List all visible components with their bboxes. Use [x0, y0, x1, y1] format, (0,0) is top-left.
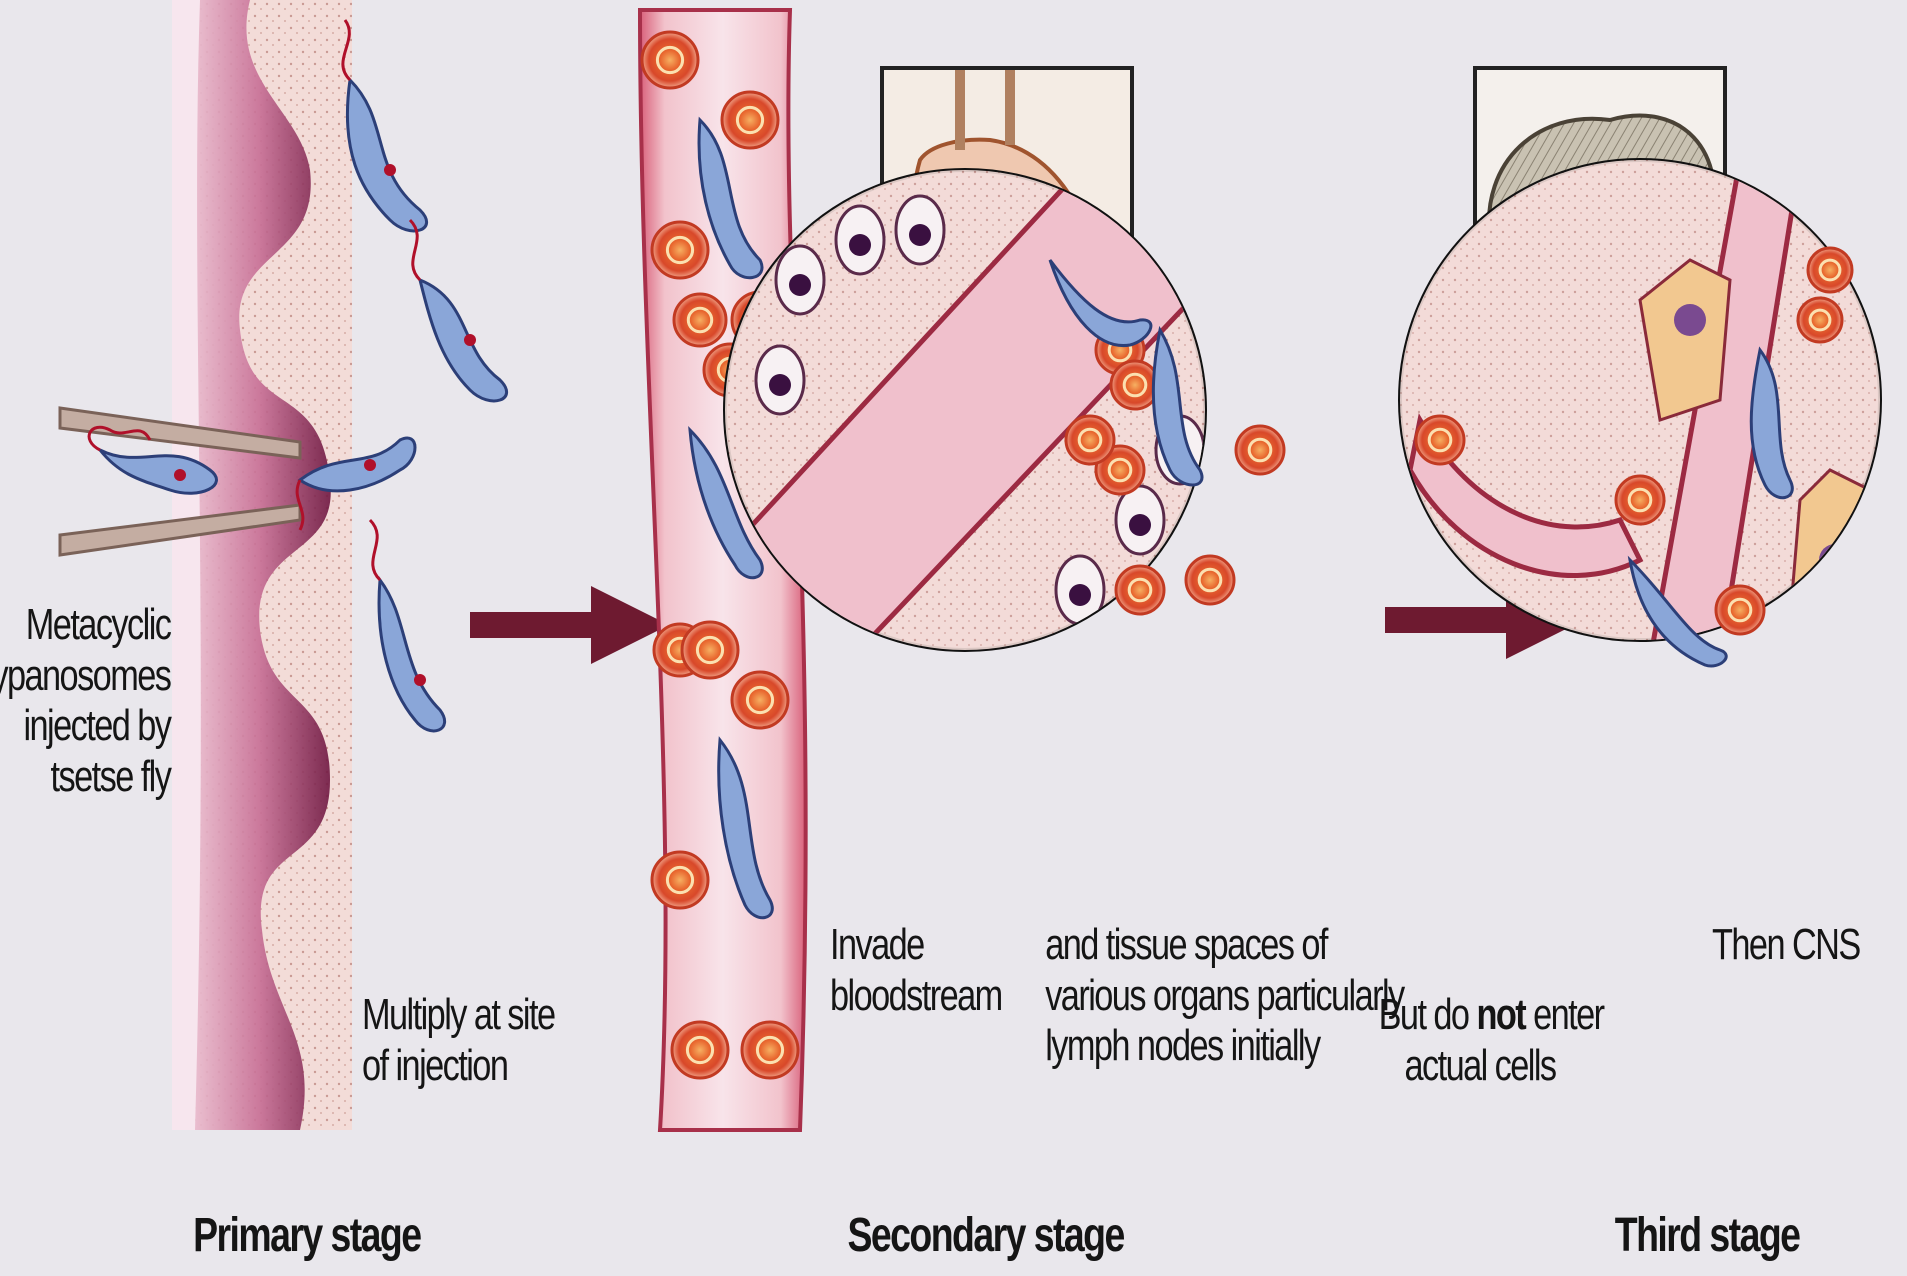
- label-multiply-line2: of injection: [362, 1041, 554, 1092]
- label-multiply-line1: Multiply at site: [362, 990, 554, 1041]
- red-blood-cell: [1616, 476, 1664, 524]
- red-blood-cell: [1186, 556, 1234, 604]
- label-multiply: Multiply at site of injection: [362, 990, 554, 1091]
- label-not-enter-bold: not: [1476, 990, 1525, 1039]
- stage-primary: Primary stage: [193, 1208, 357, 1263]
- red-blood-cell: [1111, 361, 1159, 409]
- label-tissue-line2: various organs particularly: [1045, 971, 1295, 1022]
- label-invade: Invade bloodstream: [830, 920, 1002, 1021]
- label-invade-line2: bloodstream: [830, 971, 1002, 1022]
- red-blood-cell: [642, 32, 698, 88]
- red-blood-cell: [722, 92, 778, 148]
- skin-section: [172, 0, 352, 1130]
- red-blood-cell: [1716, 586, 1764, 634]
- stage-secondary: Secondary stage: [848, 1208, 1043, 1263]
- red-blood-cell: [672, 1022, 728, 1078]
- red-blood-cell: [742, 1022, 798, 1078]
- red-blood-cell: [1808, 248, 1852, 292]
- red-blood-cell: [732, 672, 788, 728]
- label-invade-line1: Invade: [830, 920, 1002, 971]
- red-blood-cell: [1798, 298, 1842, 342]
- red-blood-cell: [682, 622, 738, 678]
- label-not-enter-suffix: enter: [1525, 990, 1603, 1039]
- label-tissue-line1: and tissue spaces of: [1045, 920, 1295, 971]
- label-metacyclic-line1: Metacyclic: [0, 600, 170, 651]
- red-blood-cell: [652, 852, 708, 908]
- red-blood-cell: [1066, 416, 1114, 464]
- red-blood-cell: [1116, 566, 1164, 614]
- label-metacyclic-line3: injected by: [0, 701, 170, 752]
- red-blood-cell: [652, 222, 708, 278]
- stage-third: Third stage: [1615, 1208, 1755, 1263]
- label-not-enter-line2: actual cells: [1379, 1041, 1582, 1092]
- red-blood-cell: [1416, 416, 1464, 464]
- label-tissue-spaces: and tissue spaces of various organs part…: [1045, 920, 1295, 1072]
- label-not-enter-line1: But do not enter: [1379, 990, 1582, 1041]
- red-blood-cell: [674, 294, 726, 346]
- label-then-cns: Then CNS: [1712, 920, 1860, 971]
- label-metacyclic-line2: trypanosomes: [0, 651, 170, 702]
- label-metacyclic: Metacyclic trypanosomes injected by tset…: [0, 600, 170, 802]
- red-blood-cell: [1236, 426, 1284, 474]
- label-metacyclic-line4: tsetse fly: [0, 752, 170, 803]
- label-not-enter: But do not enter actual cells: [1379, 990, 1582, 1091]
- label-tissue-line3: lymph nodes initially: [1045, 1021, 1295, 1072]
- label-not-enter-prefix: But do: [1379, 990, 1477, 1039]
